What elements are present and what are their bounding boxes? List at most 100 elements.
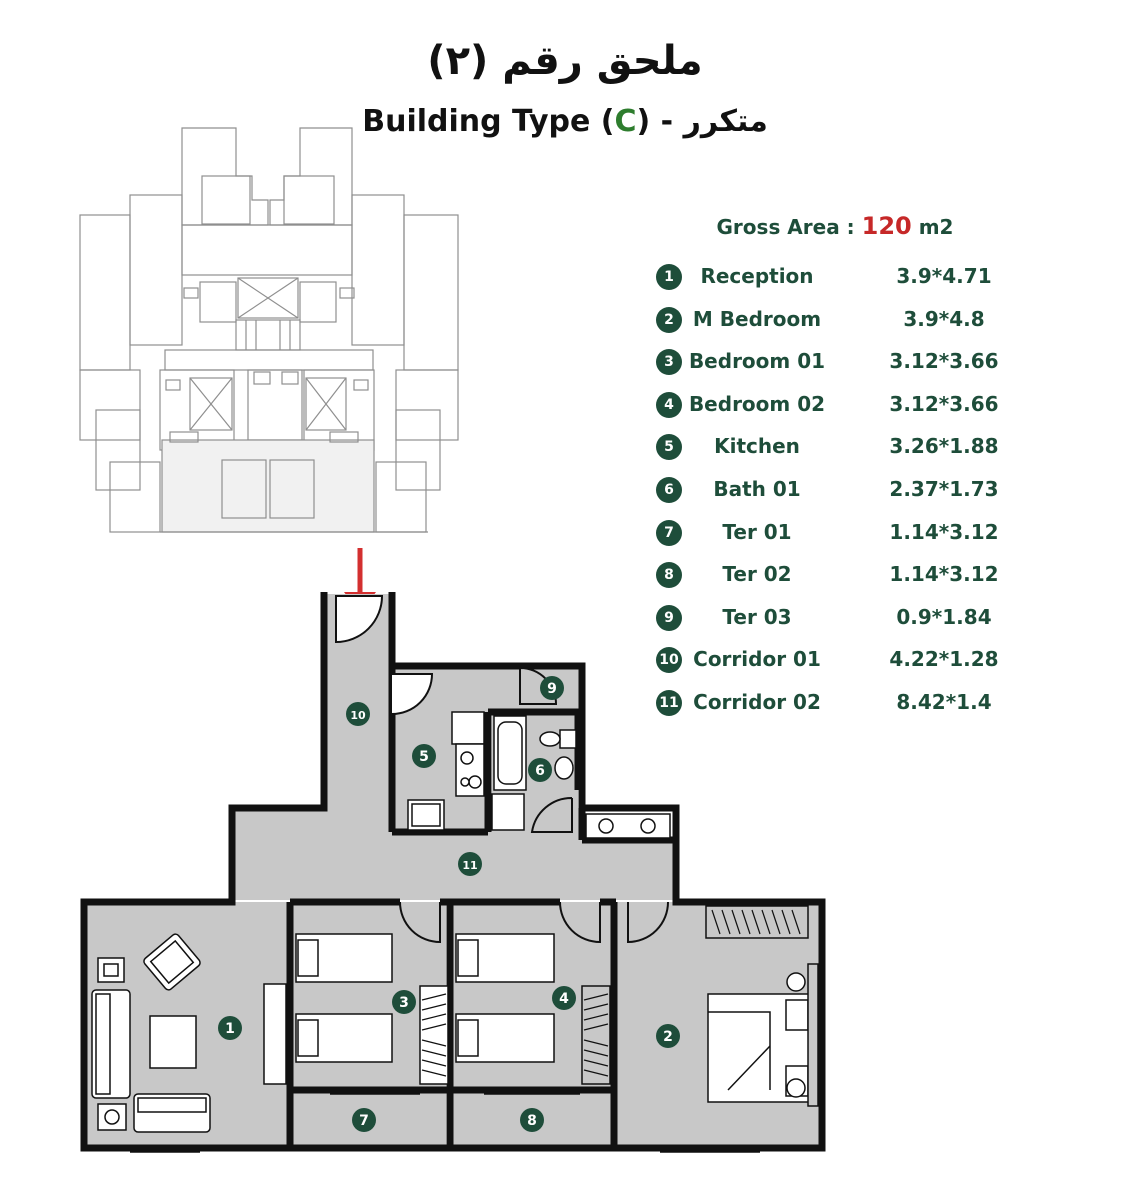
- gross-area-value: 120: [861, 212, 912, 240]
- kitchen-fixtures: [407, 711, 485, 831]
- room-marker-1: 1: [218, 1016, 242, 1040]
- subtitle-suffix: ) - متكرر: [636, 104, 768, 139]
- gross-area: Gross Area : 120 m2: [700, 212, 970, 240]
- toilet-icon: [559, 729, 577, 749]
- room-name: Bedroom 02: [688, 391, 826, 416]
- marker-label: 7: [359, 1113, 369, 1129]
- bed-icon: [455, 1013, 555, 1063]
- marker-circle: [458, 852, 482, 876]
- lamp-table-icon: [97, 957, 125, 983]
- bedroom-01-furniture: [295, 933, 449, 1085]
- room-marker-7: 7: [352, 1108, 376, 1132]
- marker-label: 1: [225, 1021, 235, 1037]
- building-type-letter: C: [614, 104, 637, 139]
- room-dimensions: 3.12*3.66: [889, 349, 999, 374]
- door-swing-icon: [335, 595, 669, 944]
- marker-label: 2: [663, 1029, 673, 1045]
- bath-fixtures: [491, 715, 671, 839]
- wardrobe-icon: [705, 905, 809, 939]
- room-name: Kitchen: [714, 434, 800, 459]
- marker-circle: [540, 676, 564, 700]
- marker-circle: [392, 990, 416, 1014]
- nightstand-icon: [786, 972, 806, 992]
- room-marker-6: 6: [528, 758, 552, 782]
- walls: [80, 592, 826, 1152]
- marker-circle: [346, 702, 370, 726]
- marker-circle: [528, 758, 552, 782]
- marker-label: 8: [527, 1113, 537, 1129]
- room-name: Corridor 01: [693, 647, 821, 672]
- room-row: 9 Ter 03 0.9*1.84: [652, 599, 1012, 642]
- wardrobe-hangers: [421, 909, 801, 1077]
- reception-furniture: [91, 933, 287, 1133]
- fridge-icon: [451, 711, 485, 745]
- room-number-badge: 4: [656, 391, 682, 418]
- room-dimensions: 3.26*1.88: [889, 434, 999, 459]
- marker-label: 6: [535, 763, 545, 779]
- nightstand-icon: [786, 1078, 806, 1098]
- sofa-icon: [91, 989, 131, 1099]
- room-name: Bedroom 01: [688, 349, 826, 374]
- sink-icon: [407, 799, 445, 831]
- room-name: M Bedroom: [692, 306, 822, 331]
- room-dimensions: 1.14*3.12: [889, 562, 999, 587]
- room-dimensions: 4.22*1.28: [889, 647, 999, 672]
- room-marker-10: 10: [346, 702, 370, 726]
- bed-icon: [455, 933, 555, 983]
- room-dimensions: 8.42*1.4: [896, 689, 992, 714]
- room-dimensions: 3.9*4.8: [903, 306, 985, 331]
- marker-label: 4: [559, 991, 569, 1007]
- marker-circle: [352, 1108, 376, 1132]
- room-marker-2: 2: [656, 1024, 680, 1048]
- building-type-subtitle: Building Type (C) - متكرر: [0, 104, 1130, 139]
- room-name: Ter 03: [722, 604, 792, 629]
- room-marker-5: 5: [412, 744, 436, 768]
- room-name: Ter 02: [722, 562, 792, 587]
- window-lines: [130, 1093, 760, 1153]
- room-number-badge: 9: [656, 604, 682, 631]
- key-plan: [79, 127, 459, 533]
- marker-label: 3: [399, 995, 409, 1011]
- room-dimensions: 0.9*1.84: [896, 604, 992, 629]
- room-row: 10 Corridor 01 4.22*1.28: [652, 641, 1012, 684]
- wardrobe-icon: [419, 985, 449, 1085]
- marker-label: 11: [462, 859, 477, 872]
- room-name: Ter 01: [722, 519, 792, 544]
- room-marker-4: 4: [552, 986, 576, 1010]
- marker-circle: [552, 986, 576, 1010]
- room-number-badge: 1: [656, 264, 682, 290]
- room-marker-8: 8: [520, 1108, 544, 1132]
- room-number-badge: 5: [656, 434, 682, 461]
- room-name: Bath 01: [713, 476, 801, 501]
- room-number-badge: 2: [656, 306, 682, 333]
- room-number-badge: 3: [656, 349, 682, 376]
- marker-circle: [218, 1016, 242, 1040]
- room-dimensions: 2.37*1.73: [889, 476, 999, 501]
- room-row: 5 Kitchen 3.26*1.88: [652, 428, 1012, 471]
- armchair-icon: [143, 933, 201, 991]
- marker-label: 9: [547, 681, 557, 697]
- room-number-badge: 7: [656, 519, 682, 546]
- room-row: 2 M Bedroom 3.9*4.8: [652, 301, 1012, 344]
- marker-label: 10: [350, 709, 366, 722]
- marker-circle: [412, 744, 436, 768]
- sofa-icon: [133, 1093, 211, 1133]
- gross-area-unit: m2: [911, 215, 954, 239]
- room-name: Reception: [700, 264, 814, 288]
- marker-label: 5: [419, 749, 429, 765]
- subtitle-prefix: Building Type (: [362, 104, 615, 139]
- bed-icon: [295, 933, 393, 983]
- basin-icon: [554, 756, 574, 780]
- room-number-badge: 10: [656, 647, 682, 674]
- marker-circle: [520, 1108, 544, 1132]
- table-icon: [149, 1015, 197, 1069]
